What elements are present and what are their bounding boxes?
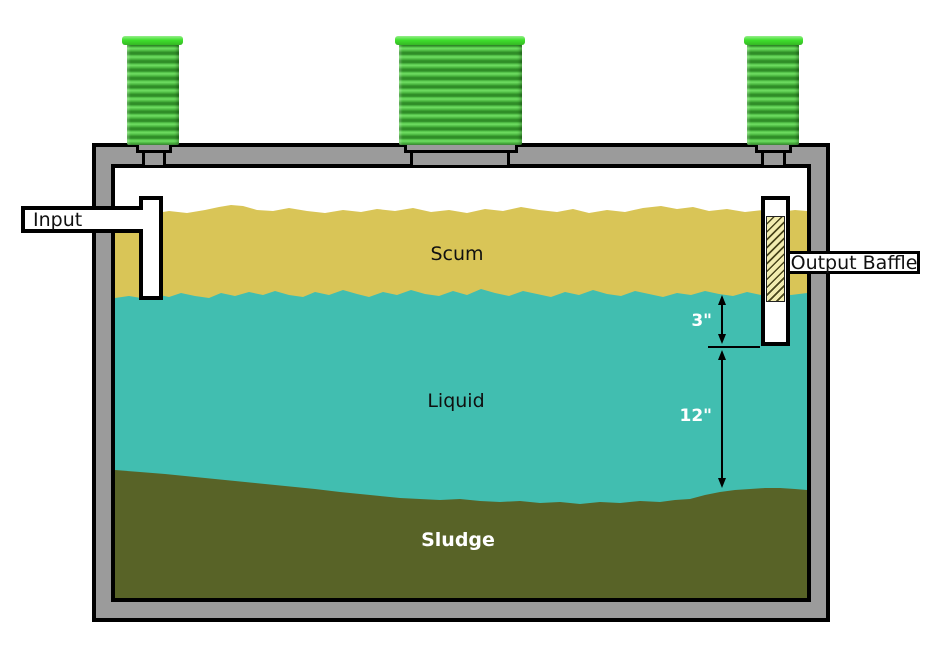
tank-contents: [115, 205, 807, 598]
input-pipe: [21, 206, 144, 233]
effluent-filter: [766, 216, 785, 302]
input-baffle: [139, 196, 163, 300]
riser-cap-right: [744, 36, 803, 45]
access-plug-center-bottom: [410, 150, 510, 168]
input-label: Input: [33, 209, 83, 231]
dimension-3in-label: 3": [691, 311, 712, 331]
riser-cap-center: [395, 36, 525, 45]
input-pipe-junction: [139, 210, 148, 229]
riser-cap-left: [122, 36, 183, 45]
sludge-layer: [115, 470, 807, 598]
scum-depth-dimension: [718, 295, 726, 344]
dimension-12in-label: 12": [679, 406, 712, 426]
scum-label: Scum: [430, 243, 484, 265]
access-riser-left: [127, 44, 179, 145]
access-plug-right-bottom: [761, 150, 786, 168]
sludge-label: Sludge: [421, 529, 495, 551]
liquid-depth-dimension: [718, 350, 726, 488]
access-riser-center: [399, 44, 522, 145]
access-riser-right: [747, 44, 799, 145]
liquid-label: Liquid: [427, 390, 485, 412]
output-baffle-label: Output Baffle: [790, 252, 918, 274]
access-plug-left-bottom: [142, 150, 166, 168]
